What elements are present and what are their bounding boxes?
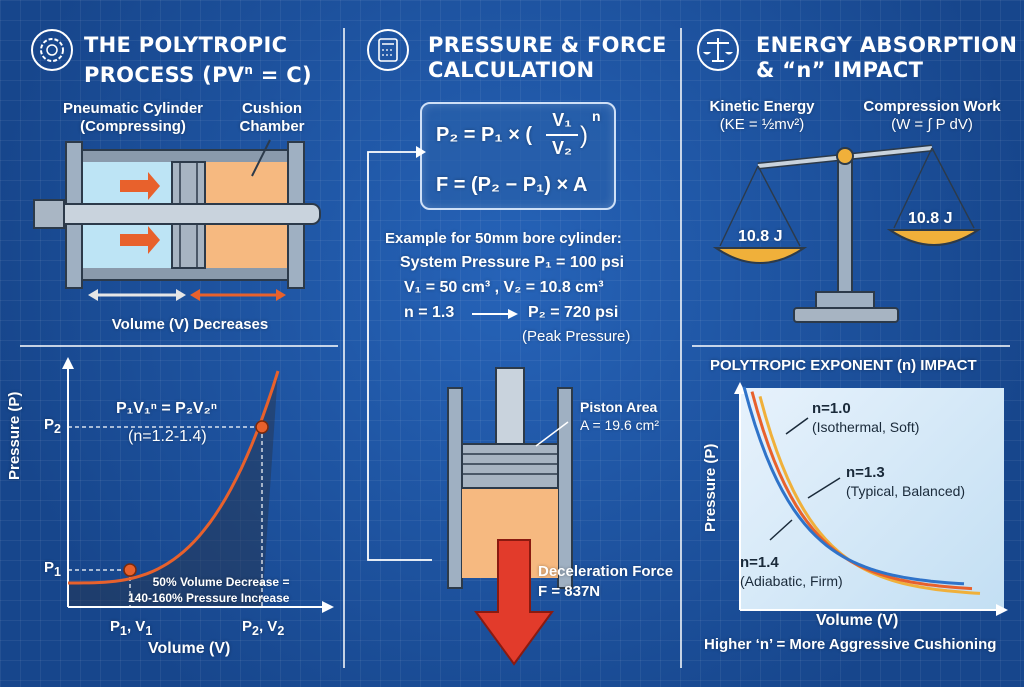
pv-xtick-1: P1, V1 bbox=[110, 618, 153, 638]
connector-line bbox=[367, 146, 432, 561]
point-p2v2 bbox=[255, 420, 269, 434]
result-arrow bbox=[472, 309, 518, 319]
formula-box bbox=[420, 102, 616, 210]
piston-cross-section bbox=[447, 367, 573, 589]
volume-decreases-label: Volume (V) Decreases bbox=[111, 316, 269, 333]
footer-note: Higher ‘n’ = More Aggressive Cushioning bbox=[704, 636, 997, 653]
column-divider-1 bbox=[343, 28, 345, 668]
column-divider-2 bbox=[680, 28, 682, 668]
formula-denominator: V₂ bbox=[551, 138, 572, 158]
balance-scale bbox=[712, 144, 982, 323]
curve-label-n14: n=1.4 bbox=[740, 554, 779, 571]
cylinder-label: Pneumatic Cylinder(Compressing) bbox=[62, 100, 204, 135]
formula-numerator: V₁ bbox=[552, 110, 572, 130]
example-peak: (Peak Pressure) bbox=[522, 328, 631, 345]
curve-label-n10: n=1.0 bbox=[812, 400, 851, 417]
balance-scale-icon bbox=[697, 29, 739, 71]
n-chart-ylabel: Pressure (P) bbox=[702, 443, 719, 532]
pv-ylabel: Pressure (P) bbox=[6, 391, 23, 480]
n-chart-xlabel: Volume (V) bbox=[816, 612, 899, 629]
panel1-title: THE POLYTROPIC PROCESS (PVn = C) bbox=[84, 33, 312, 87]
n-chart-title: POLYTROPIC EXPONENT (n) IMPACT bbox=[710, 357, 977, 374]
example-volumes: V₁ = 50 cm³ , V₂ = 10.8 cm³ bbox=[404, 279, 604, 296]
pv-shaded-area bbox=[68, 371, 278, 607]
curve-label-n13: n=1.3 bbox=[846, 464, 885, 481]
gear-icon bbox=[31, 29, 73, 71]
pv-n-range: (n=1.2-1.4) bbox=[128, 428, 207, 445]
formula-exponent: n bbox=[592, 108, 601, 124]
formula-force: F = (P₂ − P₁) × A bbox=[436, 174, 588, 196]
n-chart bbox=[734, 382, 1008, 616]
formula-pressure: P₂ = P₁ × ( bbox=[436, 124, 533, 146]
pv-xtick-2: P2, V2 bbox=[242, 618, 285, 638]
right-pan-value: 10.8 J bbox=[908, 210, 953, 227]
calculator-icon bbox=[367, 29, 409, 71]
pv-note: 50% Volume Decrease =140-160% Pressure I… bbox=[128, 575, 290, 605]
curve-desc-n10: (Isothermal, Soft) bbox=[812, 419, 920, 435]
fraction-bar bbox=[546, 134, 578, 136]
panel3-title: ENERGY ABSORPTION& “n” IMPACT bbox=[756, 33, 1018, 82]
formula-close-paren: ) bbox=[580, 122, 588, 149]
left-pan-value: 10.8 J bbox=[738, 228, 783, 245]
kinetic-energy-label: Kinetic Energy(KE = ½mv²) bbox=[709, 98, 815, 133]
example-title: Example for 50mm bore cylinder: bbox=[385, 230, 622, 247]
curve-desc-n13: (Typical, Balanced) bbox=[846, 483, 966, 499]
panel3-divider bbox=[692, 345, 1010, 347]
pv-ytick-p2: P2 bbox=[44, 416, 61, 436]
curve-desc-n14: (Adiabatic, Firm) bbox=[740, 573, 843, 589]
compression-work-label: Compression Work(W = ∫ P dV) bbox=[863, 98, 1001, 133]
panel1-divider bbox=[20, 345, 338, 347]
deceleration-arrow bbox=[474, 539, 554, 666]
pv-equation: P₁V₁ⁿ = P₂V₂ⁿ bbox=[116, 400, 218, 417]
pv-chart bbox=[62, 357, 334, 613]
curve-n-1-4 bbox=[742, 386, 965, 586]
pv-xlabel: Volume (V) bbox=[148, 640, 231, 657]
pv-ytick-p1: P1 bbox=[44, 559, 61, 579]
pv-curve bbox=[68, 370, 280, 585]
example-result: P₂ = 720 psi bbox=[528, 304, 619, 321]
pneumatic-cylinder-diagram bbox=[33, 139, 321, 301]
example-n: n = 1.3 bbox=[404, 304, 455, 321]
point-p1v1 bbox=[123, 563, 137, 577]
example-system-pressure: System Pressure P₁ = 100 psi bbox=[400, 254, 625, 271]
